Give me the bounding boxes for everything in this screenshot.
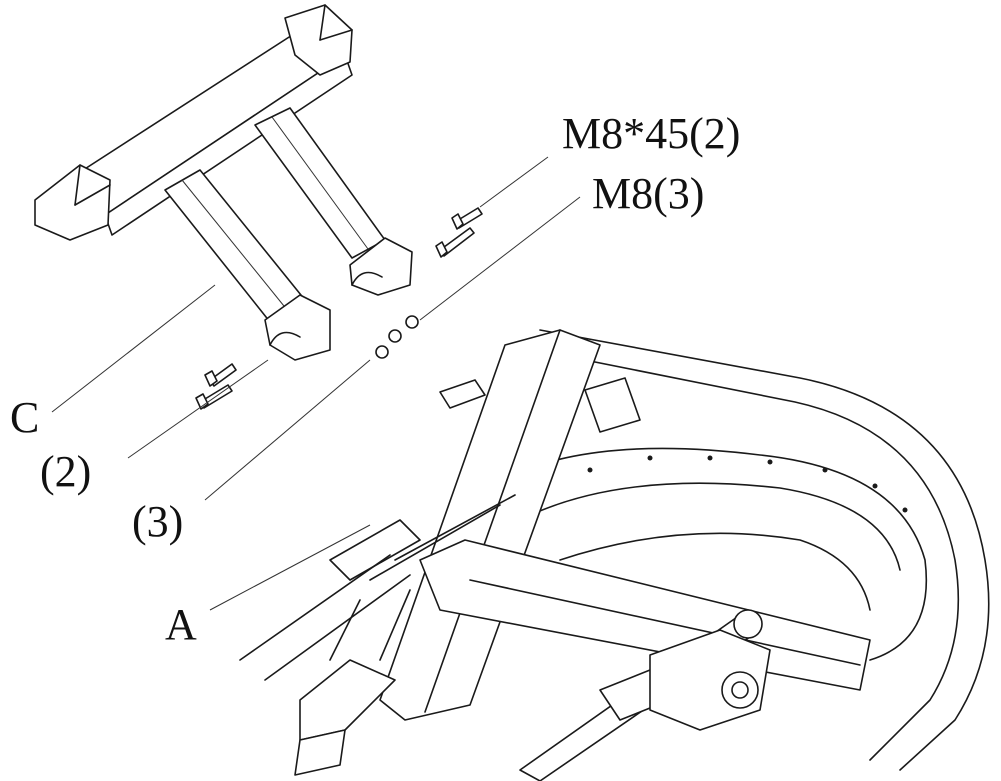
nut-qty-label: (3) — [132, 497, 184, 546]
bolt-qty-label: (2) — [40, 447, 92, 496]
bolt-spec-label: M8*45(2) — [562, 109, 741, 158]
part-a-label: A — [165, 600, 197, 649]
part-c-label: C — [10, 393, 40, 442]
main-frame-part-a — [239, 329, 990, 781]
front-stabilizer-part-c — [34, 4, 413, 361]
leader-lines — [51, 156, 581, 611]
nut-spec-label: M8(3) — [592, 169, 705, 218]
